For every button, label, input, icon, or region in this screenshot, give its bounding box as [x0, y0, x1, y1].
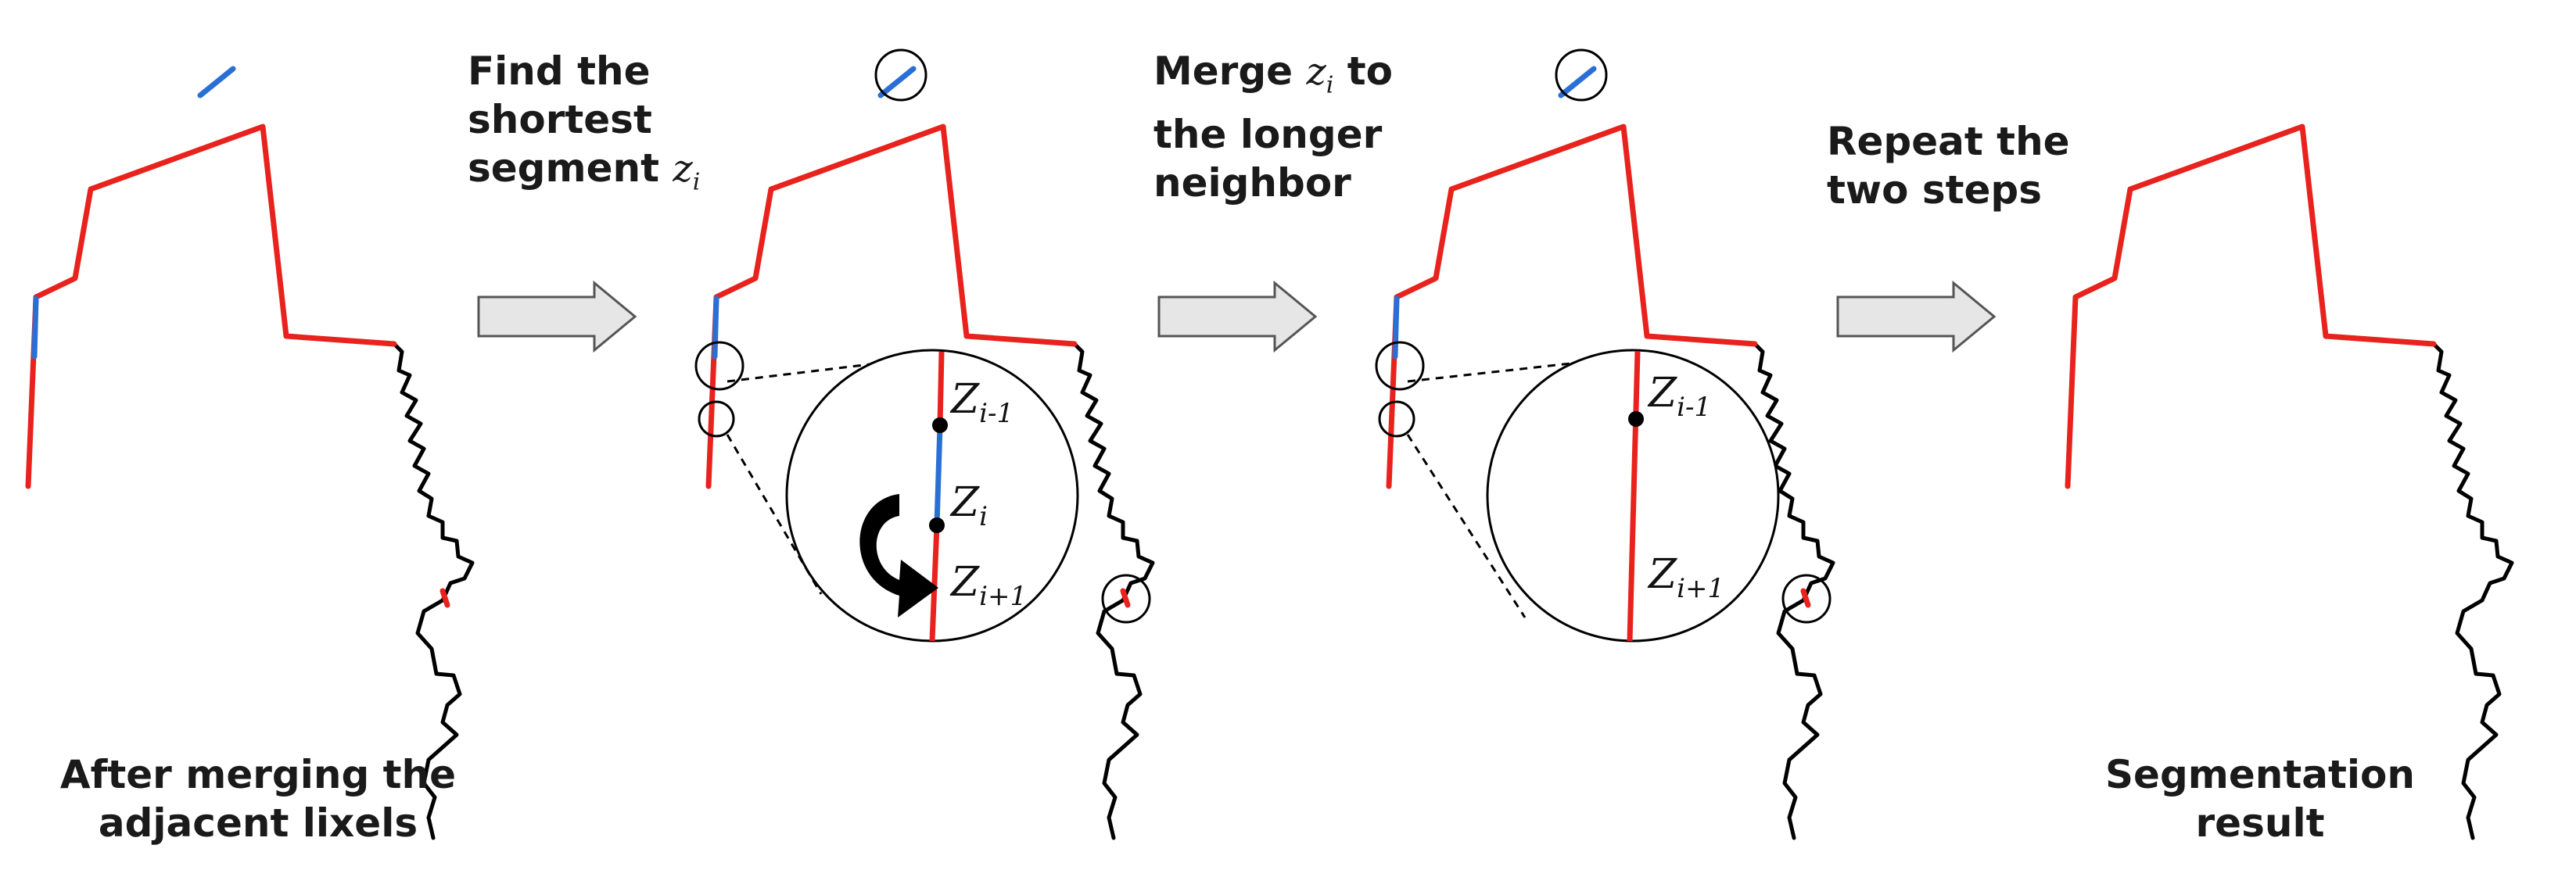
short-segment [439, 588, 450, 608]
caption-step-merge: Merge zi to the longer neighbor [1153, 48, 1394, 206]
river-tail-line [2431, 342, 2514, 840]
highlight-circle [1378, 400, 1415, 438]
highlight-circle [874, 48, 927, 102]
caption-result: Segmentation result [2105, 752, 2415, 846]
zoom-inset-merged: Zi-1 Zi+1 [1406, 349, 1780, 643]
right-arrow-icon [1157, 280, 1318, 353]
caption-initial: After merging the adjacent lixels [59, 752, 457, 846]
zoom-inset-shortest: Zi-1 Zi Zi+1 [726, 349, 1079, 643]
short-segment [197, 66, 236, 98]
right-arrow-icon [477, 280, 637, 353]
label-z-i-plus-1: Zi+1 [1647, 551, 1724, 604]
short-segment [1392, 295, 1400, 360]
highlight-circle [698, 400, 735, 438]
node-zi-1 [932, 417, 948, 433]
highlight-circle [694, 341, 744, 391]
highlight-circle [1555, 48, 1608, 102]
label-z-i-minus-1: Zi-1 [1647, 370, 1711, 423]
river-tail-line [1753, 342, 1835, 840]
label-z-i: Zi [949, 479, 988, 532]
label-z-i-plus-1: Zi+1 [949, 559, 1027, 612]
segment-polyline [2065, 124, 2437, 489]
short-segment [712, 295, 719, 360]
caption-step-repeat: Repeat the two steps [1827, 119, 2070, 213]
caption-step-find: Find the shortest segment zi [468, 48, 701, 196]
river-tail-line [392, 342, 475, 840]
short-segment [1120, 588, 1131, 608]
river-tail-line [1072, 342, 1155, 840]
highlight-circle [1375, 341, 1425, 391]
curved-arrow-icon [859, 494, 938, 618]
node-zi [929, 517, 945, 533]
highlight-circle [1101, 574, 1151, 624]
label-z-i-minus-1: Zi-1 [949, 376, 1014, 429]
node-zi-1 [1628, 411, 1644, 427]
right-arrow-icon [1836, 280, 1997, 353]
short-segment [877, 66, 917, 98]
highlight-circle [1781, 574, 1832, 624]
short-segment [1558, 66, 1597, 98]
short-segment [1800, 588, 1811, 608]
short-segment [31, 295, 39, 360]
segment-polyline [25, 124, 397, 489]
